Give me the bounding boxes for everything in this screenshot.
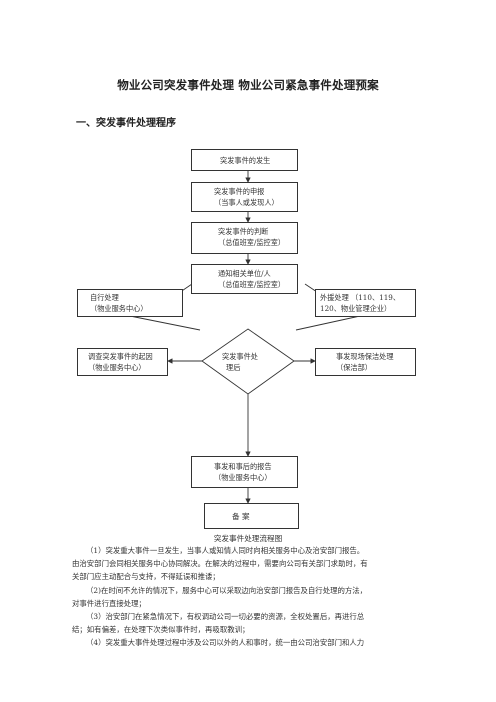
- box-event-judgement: 突发事件的判断 （总值班室/监控室）: [191, 222, 298, 254]
- box-event-report-line2: （当事人或发现人）: [214, 198, 279, 207]
- para-line-2: 由治安部门会同相关服务中心协同解决。在解决的过程中，需要向公司有关部门求助时，有: [72, 559, 368, 569]
- box-self-handling: 自行处理 （物业服务中心）: [77, 289, 183, 317]
- box-archive-label: 备 案: [232, 512, 250, 521]
- line-self-to-diamond: [129, 315, 201, 331]
- para-line-1: （1）突发重大事件一旦发生，当事人或知情人同时向相关服务中心及治安部门报告。: [86, 546, 365, 555]
- para-line-7: 结；如有偏差，在处理下次类似事件时，再吸取教训；: [72, 625, 250, 635]
- box-event-occurs: 突发事件的发生: [191, 149, 298, 171]
- body-paragraphs: （1）突发重大事件一旦发生，当事人或知情人同时向相关服务中心及治安部门报告。 由…: [72, 544, 424, 650]
- line-external-to-diamond: [295, 315, 361, 331]
- box-external-handling-line2: 120、物业管理企业）: [320, 304, 392, 313]
- box-investigate-cause-line1: 调查突发事件的起因: [88, 352, 153, 361]
- box-site-cleaning-line2: （保洁部）: [336, 363, 372, 372]
- box-external-handling: 外援处理 （110、119、 120、物业管理企业）: [315, 289, 416, 317]
- para-line-3: 关部门应主动配合与支持，不得延误和推诿；: [72, 572, 220, 582]
- box-event-occurs-label: 突发事件的发生: [220, 156, 271, 165]
- box-external-handling-line1: 外援处理 （110、119、: [320, 293, 401, 302]
- box-after-report-line2: （物业服务中心）: [214, 473, 272, 482]
- box-notify-units-line1: 通知相关单位/人: [218, 269, 271, 278]
- box-after-report: 事发和事后的报告 （物业服务中心）: [191, 456, 298, 488]
- decision-diamond: [201, 328, 295, 395]
- box-event-judgement-line1: 突发事件的判断: [218, 227, 269, 236]
- box-archive: 备 案: [204, 503, 299, 529]
- box-notify-units: 通知相关单位/人 （总值班室/监控室）: [191, 264, 298, 294]
- para-line-4: （2)在时间不允许的情况下，服务中心可以采取边向治安部门报告及自行处理的方法，: [86, 585, 368, 595]
- flowchart-caption: 突发事件处理流程图: [213, 534, 283, 543]
- box-event-report: 突发事件的申报 （当事人或发现人）: [191, 182, 298, 212]
- box-notify-units-line2: （总值班室/监控室）: [218, 280, 286, 289]
- section-heading: 一、突发事件处理程序: [76, 118, 176, 129]
- box-site-cleaning: 事发现场保洁处理 （保洁部）: [315, 348, 416, 376]
- box-after-report-line1: 事发和事后的报告: [214, 462, 272, 471]
- diamond-label-line2: 理后: [226, 363, 241, 372]
- box-self-handling-line2: （物业服务中心）: [90, 304, 148, 313]
- box-self-handling-line1: 自行处理: [90, 293, 119, 302]
- document-title: 物业公司突发事件处理 物业公司紧急事件处理预案: [117, 78, 379, 92]
- box-site-cleaning-line1: 事发现场保洁处理: [336, 352, 394, 361]
- diamond-label-line1: 突发事件处: [222, 352, 258, 361]
- para-line-5: 对事件进行直接处理；: [72, 598, 146, 608]
- box-event-judgement-line2: （总值班室/监控室）: [218, 238, 286, 247]
- box-event-report-line1: 突发事件的申报: [214, 187, 265, 196]
- box-investigate-cause-line2: （物业服务中心）: [88, 363, 146, 372]
- box-investigate-cause: 调查突发事件的起因 （物业服务中心）: [77, 348, 168, 376]
- para-line-8: （4）突发重大事件处理过程中涉及公司以外的人和事时，统一由公司治安部门和人力: [86, 638, 365, 648]
- diamond-label: 突发事件处 理后: [222, 351, 258, 373]
- para-line-6: （3）治安部门在紧急情况下，有权调动公司一切必要的资源，全权处置后，再进行总: [86, 612, 365, 622]
